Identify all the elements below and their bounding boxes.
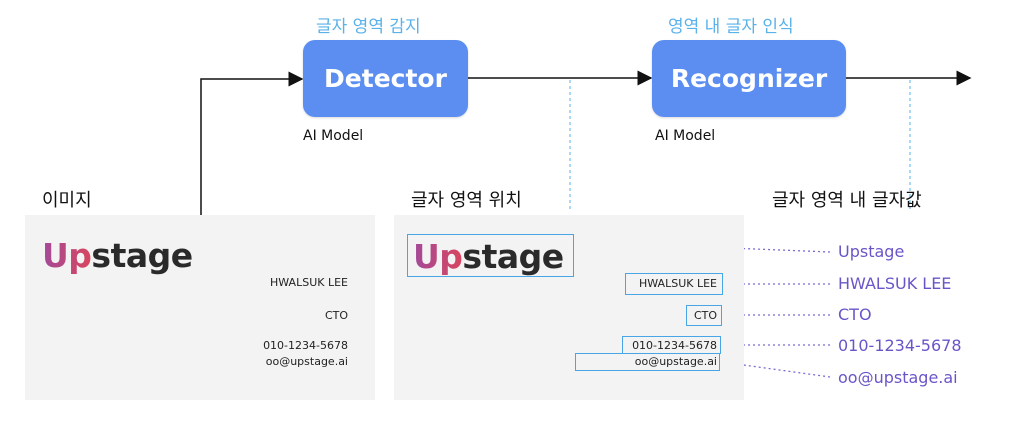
bbox-email [575,353,720,371]
detector-model-label: AI Model [303,128,364,144]
result-title: CTO [838,305,872,324]
detector-module: Detector [303,40,468,117]
card-phone: 010-1234-5678 [263,339,348,352]
upstage-logo-detected: Upstage [413,237,564,276]
recognizer-module: Recognizer [652,40,846,117]
upstage-logo: Upstage [42,236,193,275]
result-email: oo@upstage.ai [838,368,958,387]
bbox-title [686,305,722,326]
bbox-phone [622,336,721,354]
flow-arrow-image-to-detector [200,71,304,215]
card-name-detected: HWALSUK LEE [639,277,717,290]
card-email-detected: oo@upstage.ai [634,355,717,368]
result-upstage: Upstage [838,242,905,261]
card-title-detected: CTO [693,309,717,322]
result-phone: 010-1234-5678 [838,336,962,355]
recognition-section-label: 글자 영역 내 글자값 [772,190,922,211]
card-title: CTO [324,309,348,322]
input-section-label: 이미지 [42,190,92,211]
input-business-card: Upstage HWALSUK LEE CTO 010-1234-5678 oo… [25,215,375,400]
detection-business-card: Upstage HWALSUK LEE CTO 010-1234-5678 oo… [394,215,744,400]
bbox-logo [407,234,574,277]
bbox-name [625,273,723,295]
recognizer-model-label: AI Model [655,128,716,144]
recognizer-caption: 영역 내 글자 인식 [668,17,794,37]
detector-caption: 글자 영역 감지 [316,17,421,37]
card-name: HWALSUK LEE [270,276,348,289]
detection-section-label: 글자 영역 위치 [411,190,522,211]
card-email: oo@upstage.ai [265,355,348,368]
result-name: HWALSUK LEE [838,274,952,293]
card-phone-detected: 010-1234-5678 [632,339,717,352]
